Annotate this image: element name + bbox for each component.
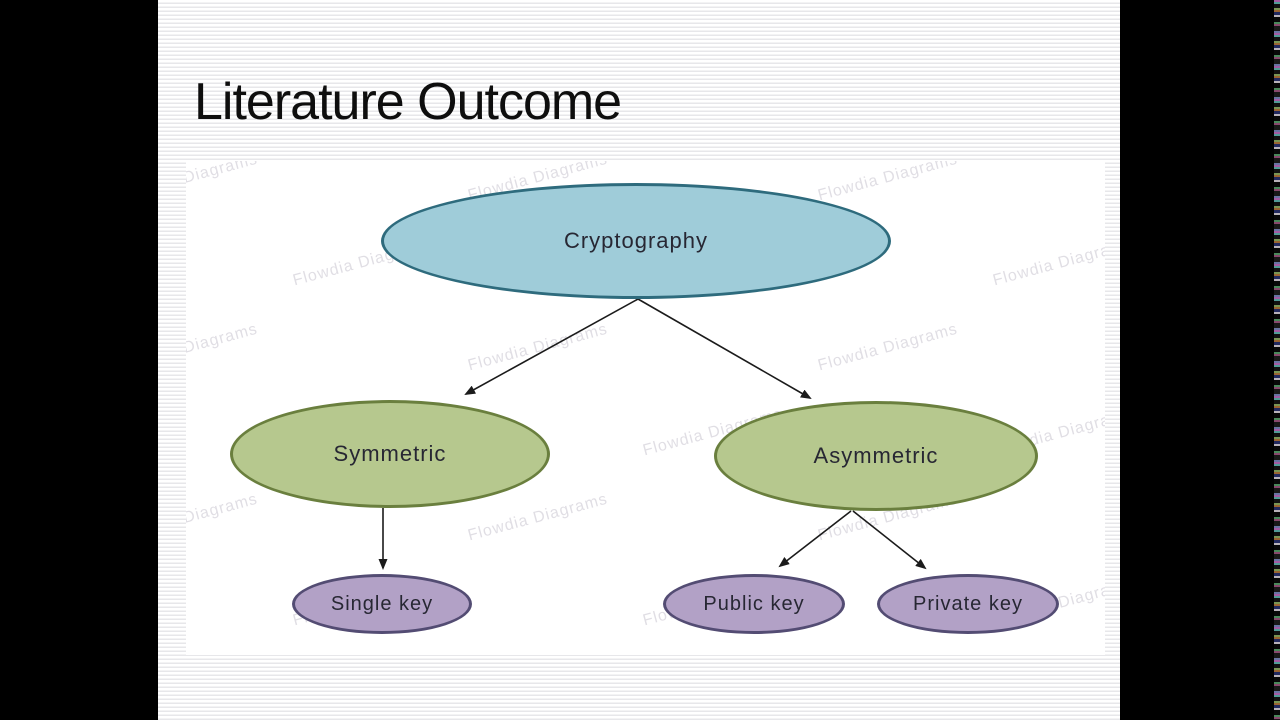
node-label-private-key: Private key xyxy=(913,592,1023,615)
letterbox-right xyxy=(1120,0,1280,720)
slide-title: Literature Outcome xyxy=(194,73,622,131)
edge-cryptography-to-symmetric xyxy=(464,298,639,395)
node-label-cryptography: Cryptography xyxy=(563,228,709,253)
node-asymmetric: Asymmetric xyxy=(714,401,1038,511)
node-symmetric: Symmetric xyxy=(230,400,550,508)
edge-asymmetric-to-private-key xyxy=(852,510,927,570)
node-public-key: Public key xyxy=(663,574,845,634)
node-cryptography: Cryptography xyxy=(381,183,891,299)
presentation-slide: Literature Outcome Flowdia DiagramsFlowd… xyxy=(158,0,1120,720)
edge-asymmetric-to-public-key xyxy=(778,510,852,568)
node-private-key: Private key xyxy=(877,574,1059,634)
node-label-single-key: Single key xyxy=(330,592,434,615)
node-label-symmetric: Symmetric xyxy=(333,441,447,466)
node-single-key: Single key xyxy=(292,574,472,634)
edge-cryptography-to-asymmetric xyxy=(637,298,812,399)
video-noise-strip xyxy=(1274,0,1280,720)
node-label-asymmetric: Asymmetric xyxy=(813,443,939,468)
node-label-public-key: Public key xyxy=(703,592,805,615)
letterbox-left xyxy=(0,0,158,720)
diagram-edges xyxy=(378,298,927,570)
